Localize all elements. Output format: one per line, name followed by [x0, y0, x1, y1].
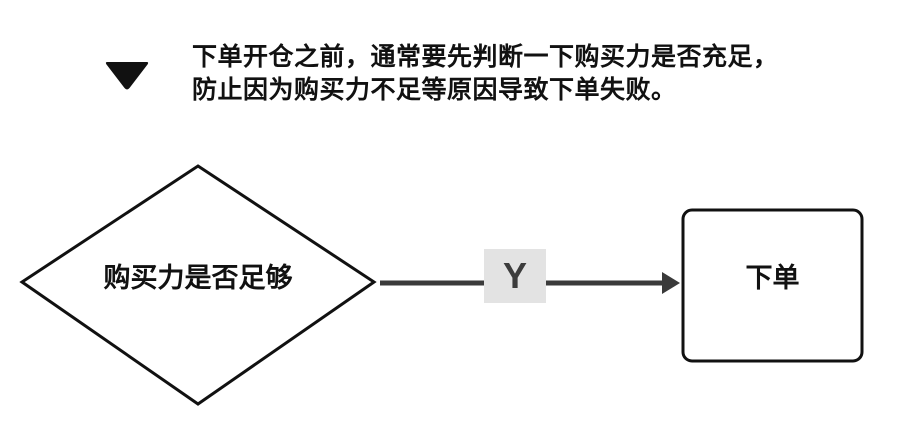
decision-label: 购买力是否足够 — [103, 263, 293, 294]
action-box — [681, 208, 864, 363]
decision-diamond — [19, 164, 377, 406]
edge-arrowhead — [662, 272, 680, 294]
note-line-1: 下单开仓之前，通常要先判断一下购买力是否充足， — [192, 42, 779, 71]
flowchart-canvas — [19, 164, 864, 406]
header: 下单开仓之前，通常要先判断一下购买力是否充足， 防止因为购买力不足等原因导致下单… — [0, 0, 898, 130]
description-note: 下单开仓之前，通常要先判断一下购买力是否充足， 防止因为购买力不足等原因导致下单… — [192, 40, 872, 106]
edge-label-background — [484, 249, 546, 303]
flowchart: 购买力是否足够 Y 下单 — [0, 150, 898, 429]
action-label: 下单 — [745, 263, 800, 294]
note-line-2: 防止因为购买力不足等原因导致下单失败。 — [192, 75, 677, 104]
edge-label-yes: Y — [502, 255, 527, 296]
